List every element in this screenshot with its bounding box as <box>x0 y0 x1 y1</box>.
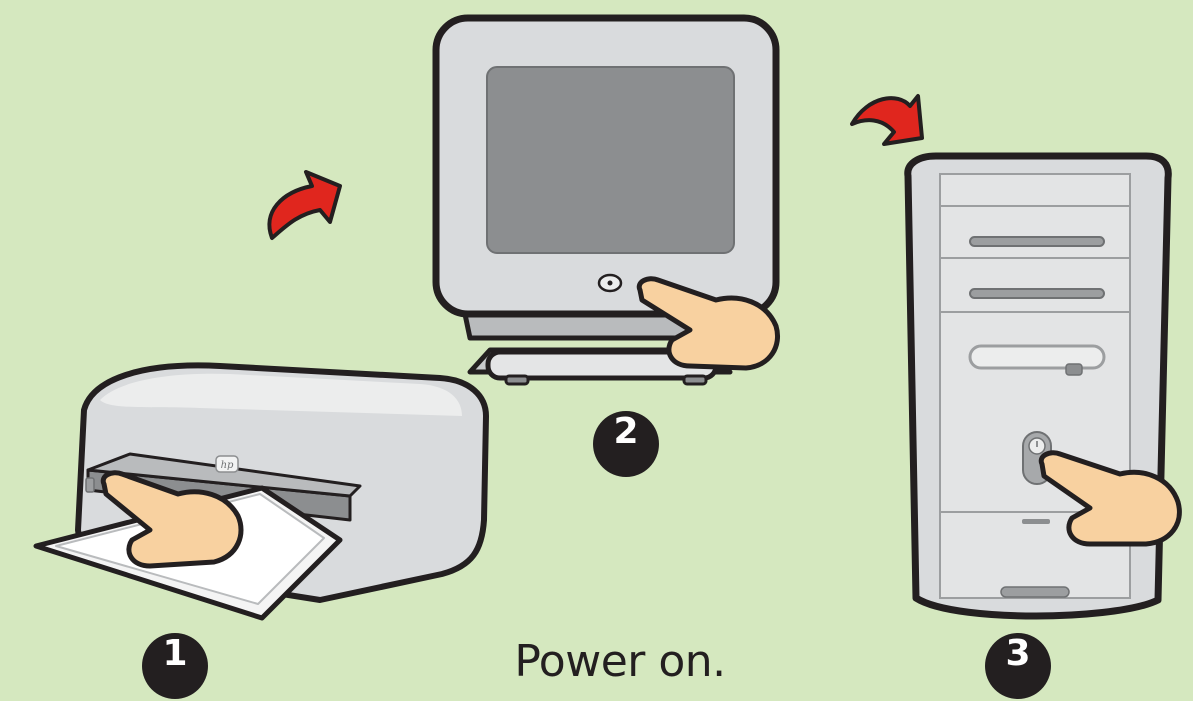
curved-arrow-icon <box>852 96 922 144</box>
step-badge-1: 1 <box>142 633 208 699</box>
step-badge-3: 3 <box>985 633 1051 699</box>
step-number: 3 <box>985 633 1051 699</box>
svg-text:hp: hp <box>221 460 234 471</box>
step-number: 2 <box>593 411 659 477</box>
hp-logo-icon: hp <box>216 456 238 472</box>
power-button-icon <box>599 275 621 291</box>
power-button-icon <box>1029 438 1045 454</box>
caption: Power on. <box>470 636 770 687</box>
curved-arrow-icon <box>269 172 340 238</box>
computer-tower <box>908 156 1169 616</box>
step-badge-2: 2 <box>593 411 659 477</box>
step-number: 1 <box>142 633 208 699</box>
